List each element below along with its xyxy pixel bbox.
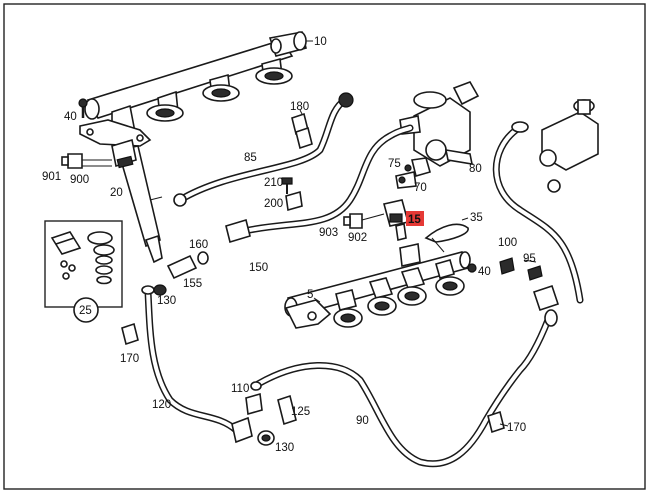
label-part-170-right: 170 [507,422,526,434]
fuel-line-85 [173,92,354,207]
label-part-200: 200 [264,198,283,210]
bracket-70 [395,171,417,189]
fuel-line-80 [492,121,584,304]
injector-20 [111,138,163,264]
label-part-210: 210 [264,177,283,189]
part-95 [523,259,543,281]
label-part-100: 100 [498,237,517,249]
label-part-170-left: 170 [120,353,139,365]
pressure-sensor-15 [383,199,409,241]
clip-130-upper [153,284,167,296]
label-part-75: 75 [388,158,401,170]
label-part-20: 20 [110,187,123,199]
grommet-170-left [121,322,139,346]
label-part-15: 15 [408,214,421,226]
sleeve-125 [277,394,297,426]
label-part-902: 902 [348,232,367,244]
label-part-95: 95 [523,253,536,265]
label-part-160: 160 [189,239,208,251]
fuel-line-90 [250,284,560,468]
label-part-180: 180 [290,101,309,113]
diagram-frame [3,3,646,490]
bolt-40-upper [78,98,88,118]
screw-210 [281,177,293,194]
label-part-903: 903 [319,227,338,239]
label-part-130-upper: 130 [157,295,176,307]
label-part-10: 10 [314,36,327,48]
cable-tie-35 [424,223,469,253]
label-part-125: 125 [291,406,310,418]
bolt-40-lower [467,263,477,273]
fuel-pump-right [539,99,599,193]
fuel-rail-lower [284,243,471,329]
grommet-170-right [487,410,509,434]
label-part-70: 70 [414,182,427,194]
label-part-90: 90 [356,415,369,427]
label-part-900: 900 [70,174,89,186]
bolt-75 [404,157,431,177]
label-part-155: 155 [183,278,202,290]
label-part-120: 120 [152,399,171,411]
label-part-85: 85 [244,152,257,164]
sleeve-155 [166,251,209,280]
label-part-110: 110 [231,383,249,395]
label-part-80: 80 [469,163,482,175]
label-part-901: 901 [42,171,61,183]
connector-902 [343,213,385,229]
seal-kit-inset [44,220,123,323]
label-part-5: 5 [307,289,313,301]
label-part-35: 35 [470,212,483,224]
high-pressure-pump [399,81,480,167]
label-part-40-lower: 40 [478,266,491,278]
part-100 [499,257,515,275]
clip-180 [291,112,313,150]
label-part-40-upper: 40 [64,111,77,123]
clip-110 [245,392,263,416]
clip-130-lower [257,430,275,446]
fuel-line-120 [141,285,253,444]
fuel-line-150 [225,124,414,244]
connector-900 [61,153,112,169]
clamp-200 [285,190,303,212]
label-part-25: 25 [79,305,92,317]
label-part-150: 150 [249,262,268,274]
label-part-130-lower: 130 [275,442,294,454]
highlight-part-15 [406,211,424,226]
